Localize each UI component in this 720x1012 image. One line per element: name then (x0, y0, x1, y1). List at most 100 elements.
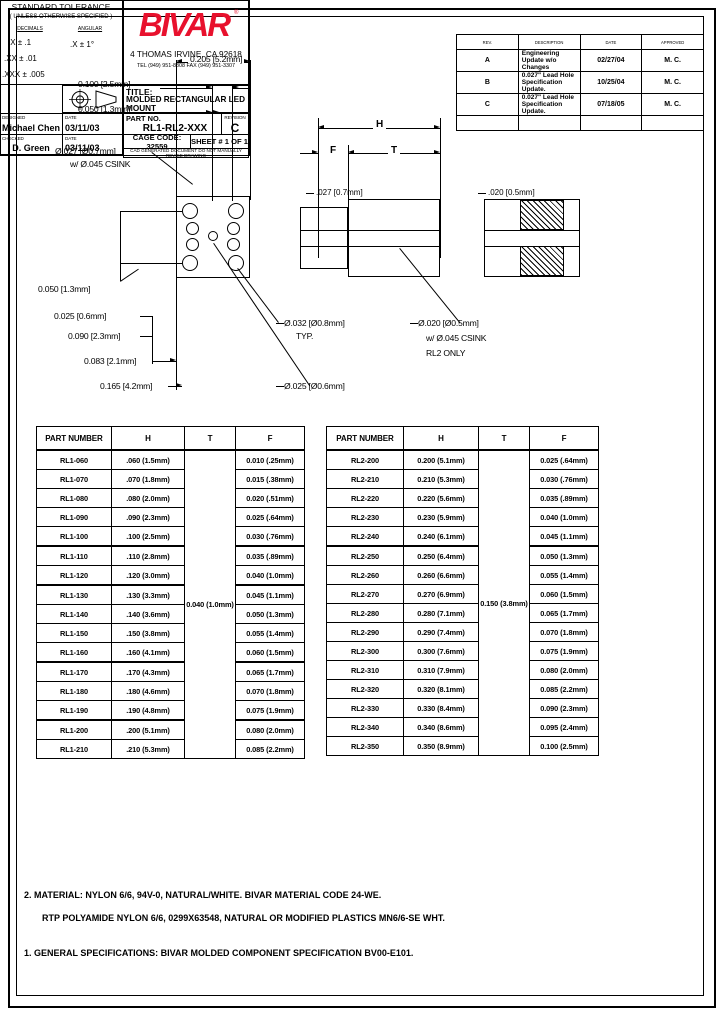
rl1-cell-f: 0.055 (1.4mm) (235, 623, 305, 643)
hole-027-csink-label: w/ Ø.045 CSINK (70, 159, 131, 169)
table-row: RL1-110.110 (2.8mm)0.035 (.89mm) (36, 545, 305, 566)
rl1-cell-h: .130 (3.3mm) (111, 584, 185, 605)
revision-header-approved: APPROVED (641, 34, 704, 50)
label-t: T (388, 145, 401, 156)
table-row: RL1-150.150 (3.8mm)0.055 (1.4mm) (36, 623, 305, 643)
revision-cell-rev: B (456, 71, 519, 94)
rl1-cell-partnumber: RL1-120 (36, 565, 112, 586)
rl2-cell-f: 0.100 (2.5mm) (529, 736, 599, 756)
rl1-cell-f: 0.060 (1.5mm) (235, 642, 305, 663)
lead-hole-icon (227, 238, 240, 251)
arrow-icon (170, 358, 176, 362)
tolerance-col-decimals: DECIMALS (17, 25, 43, 32)
rl2-cell-h: 0.280 (7.1mm) (403, 603, 479, 623)
rl2-cell-partnumber: RL2-200 (326, 449, 404, 470)
checked-value: D. Green (12, 143, 50, 153)
note-2-line1: 2. MATERIAL: NYLON 6/6, 94V-0, NATURAL/W… (24, 890, 382, 900)
rl1-cell-partnumber: RL1-130 (36, 584, 112, 605)
rl2-cell-partnumber: RL2-330 (326, 698, 404, 718)
rl1-cell-h: .190 (4.8mm) (111, 700, 185, 721)
rl2-cell-f: 0.060 (1.5mm) (529, 584, 599, 604)
checked-label: CHECKED (2, 136, 24, 141)
revision-cell-date: 02/27/04 (579, 49, 643, 72)
hole-020-note-label: RL2 ONLY (426, 348, 466, 358)
revision-value: C (230, 120, 240, 135)
rl1-cell-h: .150 (3.8mm) (111, 623, 185, 643)
arrow-icon (233, 85, 239, 89)
rl2-cell-h: 0.240 (6.1mm) (403, 526, 479, 547)
rl2-cell-partnumber: RL2-280 (326, 603, 404, 623)
revision-header-rev: REV. (456, 34, 519, 50)
dimension-line (168, 386, 182, 387)
note-1: 1. GENERAL SPECIFICATIONS: BIVAR MOLDED … (24, 948, 414, 958)
table-header-row: PART NUMBER H T F (326, 426, 599, 451)
revision-cell-date: 10/25/04 (579, 71, 643, 94)
revision-cell-approved: M. C. (641, 93, 704, 116)
rl1-cell-f: 0.010 (.25mm) (235, 449, 305, 470)
company-address: 4 THOMAS IRVINE, CA 92618 (130, 49, 242, 59)
revision-cell-description: Engineering Update w/o Changes (517, 49, 581, 72)
rl2-cell-h: 0.350 (8.9mm) (403, 736, 479, 756)
tolerance-subtitle: ( UNLESS OTHERWISE SPECIFIED ) (9, 14, 113, 20)
hole-032-typ-label: TYP. (296, 331, 314, 341)
table-row: RL1-140.140 (3.6mm)0.050 (1.3mm) (36, 604, 305, 624)
dimension-line (232, 88, 250, 89)
rl1-cell-h: .070 (1.8mm) (111, 469, 185, 489)
rl2-cell-h: 0.300 (7.6mm) (403, 641, 479, 661)
rl2-cell-h: 0.260 (6.6mm) (403, 565, 479, 585)
designed-date-label: DATE (65, 115, 77, 120)
tolerance-x: .X ± .1 (8, 37, 32, 47)
rl1-cell-t: 0.040 (1.0mm) (184, 449, 236, 759)
rl2-header-h: H (403, 426, 479, 451)
rl1-cell-h: .100 (2.5mm) (111, 526, 185, 547)
footer-box (123, 148, 249, 158)
table-row: RL1-120.120 (3.0mm)0.040 (1.0mm) (36, 565, 305, 586)
tolerance-title: STANDARD TOLERANCE (11, 1, 111, 12)
mounting-hole-icon (182, 203, 198, 219)
hole-020-label: Ø.020 [Ø0.5mm] (418, 318, 479, 328)
mounting-hole-icon (228, 203, 244, 219)
rl2-cell-partnumber: RL2-260 (326, 565, 404, 585)
rl2-cell-h: 0.210 (5.3mm) (403, 469, 479, 489)
hole-027-label: Ø.027 [Ø0.7mm] (55, 146, 116, 156)
extension-line (250, 60, 251, 200)
rl1-cell-h: .080 (2.0mm) (111, 488, 185, 508)
revision-cell-description (517, 115, 581, 131)
part-table-rl1: PART NUMBER H T F RL1-060 .060 (1.5mm) 0… (36, 426, 305, 759)
table-row: RL1-070.070 (1.8mm)0.015 (.38mm) (36, 469, 305, 489)
rl2-cell-f: 0.080 (2.0mm) (529, 660, 599, 680)
revision-cell-approved: M. C. (641, 49, 704, 72)
leader-line (410, 323, 418, 324)
dimension-0083-label: 0.083 [2.1mm] (84, 356, 137, 366)
rl1-cell-f: 0.070 (1.8mm) (235, 681, 305, 701)
rl2-cell-f: 0.035 (.89mm) (529, 488, 599, 508)
rl1-header-f: F (235, 426, 305, 451)
extension-line (152, 336, 153, 364)
company-contact: TEL (949) 951-8808 FAX (949) 951-3307 (136, 63, 236, 69)
projection-symbol-box (62, 85, 123, 113)
rl2-cell-partnumber: RL2-220 (326, 488, 404, 508)
footer-note: CAD GENERATED DOCUMENT DO NOT MANUALLY R… (130, 148, 242, 158)
rl2-cell-partnumber: RL2-270 (326, 584, 404, 604)
rl2-cell-f: 0.070 (1.8mm) (529, 622, 599, 642)
bivar-logo: BIVAR (138, 6, 231, 43)
revision-cell-description: 0.027" Lead Hole Specification Update. (517, 93, 581, 116)
rl2-cell-f: 0.065 (1.7mm) (529, 603, 599, 623)
logo-box (123, 0, 249, 85)
rl1-cell-f: 0.065 (1.7mm) (235, 661, 305, 682)
arrow-icon (348, 150, 354, 154)
rl1-cell-f: 0.050 (1.3mm) (235, 604, 305, 624)
hole-025-label: Ø.025 [Ø0.6mm] (284, 381, 345, 391)
leader-line (152, 316, 153, 336)
title-field-box (123, 85, 249, 113)
front-view-body (176, 196, 250, 278)
arrow-icon (176, 383, 182, 387)
cage-code-value: CAGE CODE: 32559 (132, 132, 182, 151)
rl2-cell-h: 0.310 (7.9mm) (403, 660, 479, 680)
first-angle-projection-icon (69, 89, 117, 110)
section-view-outline (484, 199, 580, 277)
rl2-cell-h: 0.250 (6.4mm) (403, 545, 479, 566)
